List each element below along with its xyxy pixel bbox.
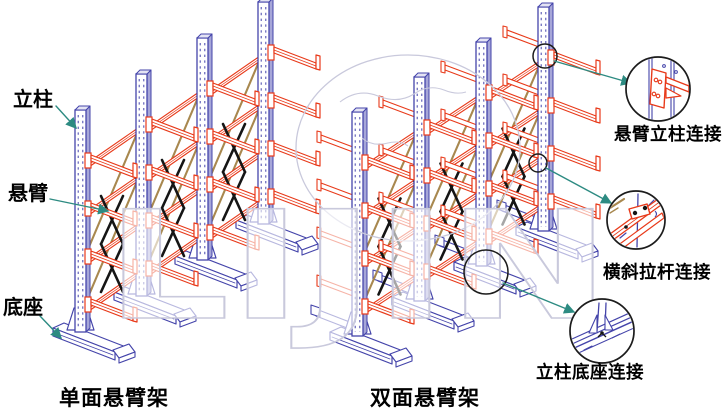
leader-detail-arm-column [553, 60, 633, 86]
rack-double-sided [310, 2, 601, 368]
leader-detail-tie-rod [545, 167, 613, 204]
leader-arm [49, 198, 110, 215]
callout-annotations [39, 43, 691, 364]
caption-double-sided-rack: 双面悬臂架 [370, 386, 480, 410]
label-column-base-connection: 立柱底座连接 [536, 363, 644, 383]
leader-column [55, 105, 77, 130]
watermark: LIJIN [105, 54, 611, 355]
leader-detail-column-base [502, 282, 576, 314]
rack-single-sided [52, 0, 321, 364]
detail-arm-column-content [648, 58, 689, 120]
watermark-globe [295, 54, 521, 242]
label-arm: 悬臂 [8, 181, 48, 205]
detail-column-base-content [571, 302, 633, 356]
mark-tie-rod-connection [528, 153, 548, 173]
mark-arm-column-connection [532, 43, 558, 69]
label-tie-rod-connection: 横斜拉杆连接 [603, 263, 711, 283]
label-arm-column-connection: 悬臂立柱连接 [614, 125, 722, 145]
mark-column-base-connection [463, 249, 509, 295]
caption-single-sided-rack: 单面悬臂架 [59, 386, 169, 410]
racks-drawing [52, 0, 601, 368]
watermark-text: LIJIN [106, 180, 611, 354]
label-base: 底座 [3, 295, 43, 319]
label-column: 立柱 [13, 87, 53, 111]
leader-base [39, 315, 62, 340]
